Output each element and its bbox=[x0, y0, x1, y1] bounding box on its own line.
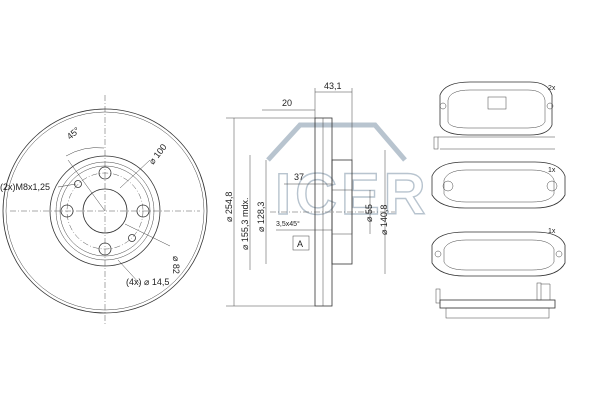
pad-side-friction bbox=[445, 307, 550, 319]
pad-side-clip bbox=[435, 288, 441, 304]
hat-diameter-label: ⌀ 128,3 bbox=[256, 202, 266, 232]
pad-qty-label: 1x bbox=[548, 167, 556, 174]
pad-friction-material bbox=[447, 89, 546, 129]
pad-wear-indicator bbox=[433, 136, 439, 150]
disc-section-view: 43,1 20 ⌀ 254,8 ⌀ 155,3 mdx. ⌀ 128,3 ⌀ 5… bbox=[224, 81, 395, 307]
pad-friction-material bbox=[443, 169, 555, 203]
hub-depth-label: 37 bbox=[294, 172, 304, 182]
pad-pin-hole bbox=[442, 180, 454, 192]
center-bore-leader bbox=[124, 223, 171, 247]
watermark-logo: ICER bbox=[266, 122, 430, 228]
section-marker-label: A bbox=[297, 239, 303, 249]
hat-inner-edge bbox=[55, 161, 155, 261]
brake-pad-3: 1x bbox=[431, 228, 566, 277]
bolt-hole bbox=[98, 166, 112, 180]
pad-backplate bbox=[431, 161, 566, 209]
angle-line bbox=[67, 159, 106, 212]
thread-hole bbox=[128, 234, 136, 242]
pcd-leader bbox=[119, 159, 151, 189]
pad-backplate bbox=[439, 81, 553, 136]
section-marker-box bbox=[292, 235, 310, 251]
disc-outer-chamfer bbox=[5, 111, 205, 311]
outer-diameter-label: ⌀ 254,8 bbox=[224, 192, 234, 222]
pcd-label: ⌀ 100 bbox=[147, 142, 169, 166]
pad-side-sensor bbox=[536, 282, 542, 301]
thread-label: (2x)M8x1,25 bbox=[0, 182, 50, 192]
bolt-pitch-circle bbox=[66, 172, 144, 250]
center-bore bbox=[82, 188, 128, 234]
hat-outer-edge bbox=[49, 155, 161, 267]
bolt-hole-leader bbox=[117, 259, 141, 285]
thickness-label: 43,1 bbox=[324, 81, 342, 91]
hub-face bbox=[59, 165, 151, 257]
disc-front-view: 45° ⌀ 100 (2x)M8x1,25 ⌀ 82 (4x) ⌀ 14,5 bbox=[0, 95, 208, 325]
pad-backplate bbox=[431, 231, 566, 277]
chamfer-label: 3,5x45° bbox=[276, 220, 300, 228]
inner-diameter-label: ⌀ 140,8 bbox=[379, 205, 389, 235]
bolt-hole bbox=[136, 204, 150, 218]
pad-qty-label: 2x bbox=[548, 85, 556, 92]
pad-clip bbox=[546, 102, 554, 110]
disc-outer-edge bbox=[2, 108, 208, 314]
brake-pad-side-view bbox=[435, 282, 556, 319]
bolt-hole bbox=[60, 204, 74, 218]
pad-friction-material bbox=[443, 239, 555, 271]
bolt-holes-label: (4x) ⌀ 14,5 bbox=[126, 277, 169, 287]
watermark-roof-shape bbox=[266, 122, 407, 162]
pad-side-backplate bbox=[439, 299, 556, 309]
pad-clip bbox=[434, 250, 442, 258]
pad-pin-hole bbox=[546, 180, 558, 192]
pad-side-sensor-wire bbox=[541, 283, 551, 300]
min-diameter-label: ⌀ 155,3 mdx. bbox=[240, 198, 250, 250]
pad-slot bbox=[487, 96, 507, 110]
pad-clip bbox=[439, 102, 447, 110]
angle-label: 45° bbox=[65, 125, 82, 142]
brake-pad-1: 2x bbox=[433, 81, 556, 150]
bolt-hole bbox=[98, 242, 112, 256]
pad-qty-label: 1x bbox=[548, 228, 556, 235]
offset-label: 20 bbox=[282, 98, 292, 108]
bore-diameter-label: ⌀ 55 bbox=[364, 204, 374, 222]
center-bore-label: ⌀ 82 bbox=[171, 256, 181, 274]
brake-pad-2: 1x bbox=[431, 161, 566, 209]
watermark-text: ICER bbox=[275, 162, 430, 227]
thread-leader bbox=[57, 183, 77, 188]
angle-arc bbox=[65, 147, 105, 157]
pad-clip bbox=[555, 250, 563, 258]
brake-pads-panel: 2x 1x 1x bbox=[431, 81, 566, 319]
